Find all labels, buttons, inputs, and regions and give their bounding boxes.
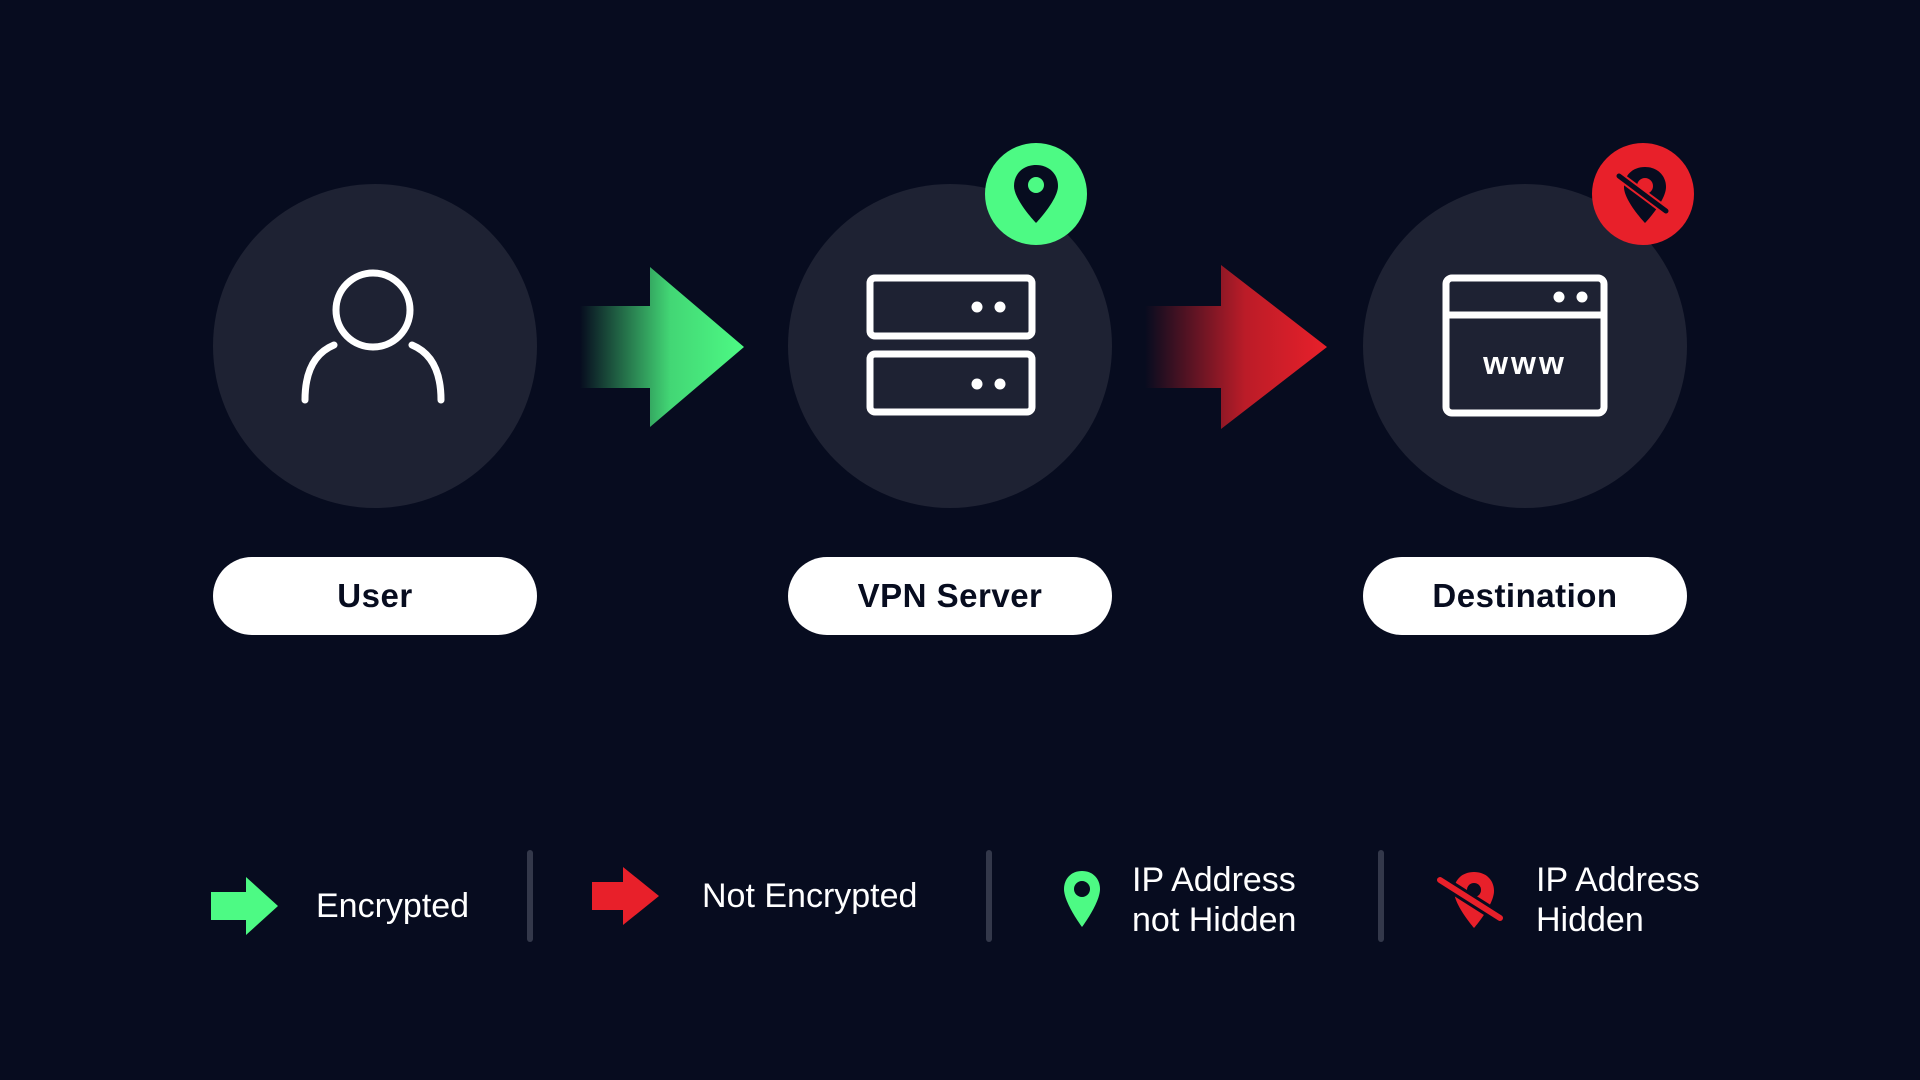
ip-hidden-badge <box>1592 143 1694 245</box>
legend-separator <box>527 850 533 942</box>
legend-ip-not-hidden-text: IP Address not Hidden <box>1132 860 1296 940</box>
ip-visible-badge <box>985 143 1087 245</box>
red-arrow-icon <box>592 867 659 925</box>
legend-encrypted-label: Encrypted <box>316 887 470 925</box>
location-pin-icon <box>1014 165 1058 223</box>
legend-ip-not-hidden: IP Address not Hidden <box>1062 860 1296 940</box>
vpn-server-label: VPN Server <box>788 557 1112 635</box>
user-icon <box>301 269 445 404</box>
red-crossed-pin-icon <box>1434 872 1506 928</box>
legend-separator <box>986 850 992 942</box>
legend-encrypted: Encrypted <box>210 876 469 936</box>
server-icon <box>866 274 1036 416</box>
not-encrypted-flow-arrow <box>1145 265 1327 429</box>
legend-not-encrypted: Not Encrypted <box>591 866 917 926</box>
encrypted-flow-arrow <box>580 267 744 427</box>
green-pin-icon <box>1064 871 1100 927</box>
legend-separator <box>1378 850 1384 942</box>
user-node <box>213 184 537 508</box>
legend-ip-not-hidden-line1: IP Address <box>1132 861 1296 899</box>
legend-ip-hidden-line2: Hidden <box>1536 901 1644 939</box>
location-pin-crossed-icon <box>1614 167 1671 223</box>
legend-ip-not-hidden-line2: not Hidden <box>1132 901 1297 939</box>
legend-ip-hidden: IP Address Hidden <box>1434 860 1700 940</box>
browser-www-icon: www <box>1442 274 1608 417</box>
destination-label: Destination <box>1363 557 1687 635</box>
legend-ip-hidden-text: IP Address Hidden <box>1536 860 1700 940</box>
www-text: www <box>1482 345 1567 381</box>
user-label: User <box>213 557 537 635</box>
legend-ip-hidden-line1: IP Address <box>1536 861 1700 899</box>
legend-not-encrypted-label: Not Encrypted <box>702 877 918 915</box>
green-arrow-icon <box>211 877 278 935</box>
